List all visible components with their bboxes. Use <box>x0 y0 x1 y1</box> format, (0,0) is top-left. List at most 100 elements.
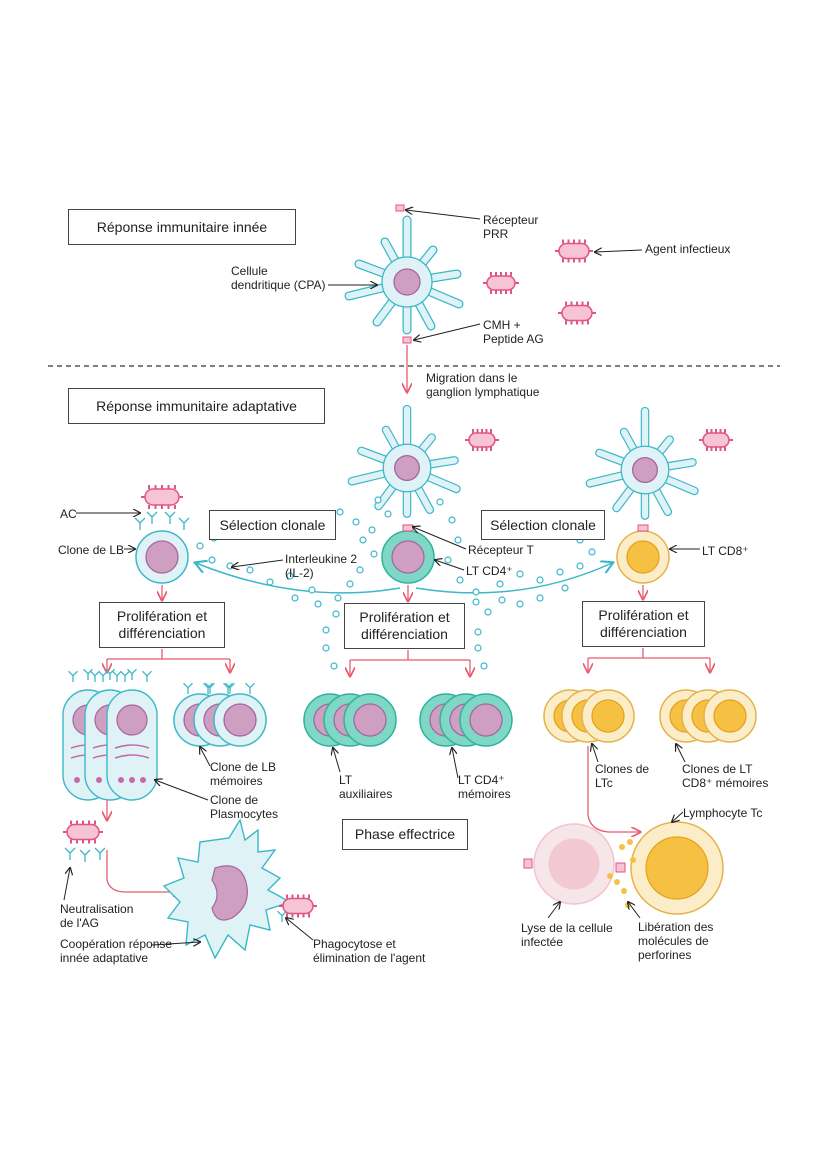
lb-memory-cell-2-nucleus <box>223 703 257 737</box>
plasmocyte-granule <box>140 777 146 783</box>
lt-cd4-memory-pointer <box>452 748 459 779</box>
clonal-selection-right-box: Sélection clonale <box>481 510 605 540</box>
lt-cd4-memory-label: LT CD4⁺ mémoires <box>458 773 511 801</box>
pathogen-spikes <box>555 239 593 263</box>
plasmocytes-pointer <box>155 780 209 801</box>
perforin-granule-2 <box>614 879 620 885</box>
dendritic-nucleus <box>632 456 659 483</box>
lt-cd8-memory-cell-2-nucleus <box>713 699 747 733</box>
infectious-agent-label: Agent infectieux <box>645 242 731 256</box>
lysis-pointer <box>547 902 560 919</box>
lymphocyte-tc-label: Lymphocyte Tc <box>683 806 763 820</box>
il2-molecule-41 <box>330 662 338 670</box>
pathogen-spikes <box>279 894 317 918</box>
il2-molecule-22 <box>456 576 464 584</box>
infectious-agent-1 <box>555 239 593 263</box>
il2-molecule-17 <box>384 510 392 518</box>
il2-molecule-10 <box>266 578 274 586</box>
ltc-clones-label: Clones de LTc <box>595 762 650 790</box>
cmh-peptide-label: CMH + Peptide AG <box>483 318 544 346</box>
lymphocyte-tc-pointer <box>672 811 684 822</box>
cd8-presenting-dendritic-cell <box>585 406 699 520</box>
lt-cd8-cell-nucleus <box>626 540 660 574</box>
cd4-presenting-dendritic-cell <box>347 404 461 518</box>
neutralising-antibody-2 <box>94 847 106 860</box>
neutralised-pathogen <box>63 820 103 844</box>
lt-cd4-pointer <box>435 560 465 571</box>
il2-molecule-28 <box>576 562 584 570</box>
plasmocyte-antibody <box>105 668 115 680</box>
il2-molecule-2 <box>359 536 367 544</box>
lt-cd8-memory-cell-2 <box>703 689 757 743</box>
lt-helper-cell-2 <box>343 693 397 747</box>
lt-cd4-cell-nucleus <box>391 540 425 574</box>
pathogen-body <box>486 275 516 291</box>
lt-cd8-memory-label: Clones de LT CD8⁺ mémoires <box>682 762 769 790</box>
lb-bound-pathogen <box>141 485 183 509</box>
plasmocytes-label: Clone de Plasmocytes <box>210 793 279 821</box>
plasmocyte-antibody <box>68 670 78 682</box>
il2-arrow-left <box>196 563 401 594</box>
il2-molecule-45 <box>561 584 569 592</box>
lymphocyte-tc-nucleus <box>645 836 709 900</box>
lb-antibody-2 <box>164 511 176 524</box>
phagocytosis-antibody <box>277 910 287 922</box>
macrophage-nucleus <box>211 865 248 921</box>
il2-molecule-32 <box>484 608 492 616</box>
il2-molecule-27 <box>556 568 564 576</box>
proliferation-left-box: Prolifération et différenciation <box>99 602 225 648</box>
plasmocyte-granule <box>96 777 102 783</box>
il2-molecule-9 <box>286 572 294 580</box>
lb-memory-antibody-2 <box>223 682 233 694</box>
lb-clone-cell <box>135 530 189 584</box>
ltc-to-effector-arrow <box>587 746 640 832</box>
lt-cd4-memory-cell-2 <box>459 693 513 747</box>
perforin-pointer <box>628 902 641 919</box>
plasmocyte-antibody <box>98 670 108 682</box>
pathogen-body <box>558 242 590 260</box>
lt-cd4-label: LT CD4⁺ <box>466 564 513 578</box>
plasmocyte-antibody <box>142 670 152 682</box>
plasmocyte-antibody <box>83 668 93 680</box>
lb-memory-pointer <box>200 747 211 767</box>
pathogen-body <box>66 823 100 841</box>
il2-molecule-4 <box>370 550 378 558</box>
pathogen-body <box>282 897 314 915</box>
effector-phase-box: Phase effectrice <box>342 819 468 850</box>
lt-cd4-cell <box>381 530 435 584</box>
pathogen-body <box>468 432 496 448</box>
il2-molecule-13 <box>208 556 216 564</box>
lt-helper-label: LT auxiliaires <box>339 773 393 801</box>
cd8-presented-pathogen <box>699 429 733 451</box>
dendritic-nucleus <box>393 454 420 481</box>
il2-molecule-26 <box>536 576 544 584</box>
il2-molecule-43 <box>291 594 299 602</box>
il2-molecule-42 <box>314 600 322 608</box>
macrophage <box>162 818 292 960</box>
plasmocyte-granule <box>118 777 124 783</box>
ltc-clone-cell-2 <box>581 689 635 743</box>
neutralising-antibody-1 <box>79 849 91 862</box>
interleukin-pointer <box>232 559 284 567</box>
lt-helper-pointer <box>333 748 341 773</box>
il2-molecule-35 <box>332 610 340 618</box>
ltc-clones-pointer <box>592 744 599 763</box>
il2-molecule-16 <box>374 496 382 504</box>
antibody-label: AC <box>60 507 77 521</box>
lt8-branch-stem <box>588 648 710 659</box>
il2-molecule-7 <box>334 594 342 602</box>
innate-dendritic-cell <box>344 215 464 335</box>
cmh-pointer <box>414 323 481 340</box>
plasmocyte-granule <box>129 777 135 783</box>
captured-pathogen <box>483 272 519 294</box>
dendritic-cell-label: Cellule dendritique (CPA) <box>231 264 326 292</box>
prr-receptor-marker <box>395 204 405 212</box>
innate-response-box: Réponse immunitaire innée <box>68 209 296 245</box>
prr-receptor-label: Récepteur PRR <box>483 213 539 241</box>
lt-cd8-label: LT CD8⁺ <box>702 544 749 558</box>
proliferation-middle-box: Prolifération et différenciation <box>344 603 465 649</box>
il2-molecule-29 <box>588 548 596 556</box>
plasmocyte-2 <box>106 689 158 801</box>
cmh-marker <box>402 336 412 344</box>
